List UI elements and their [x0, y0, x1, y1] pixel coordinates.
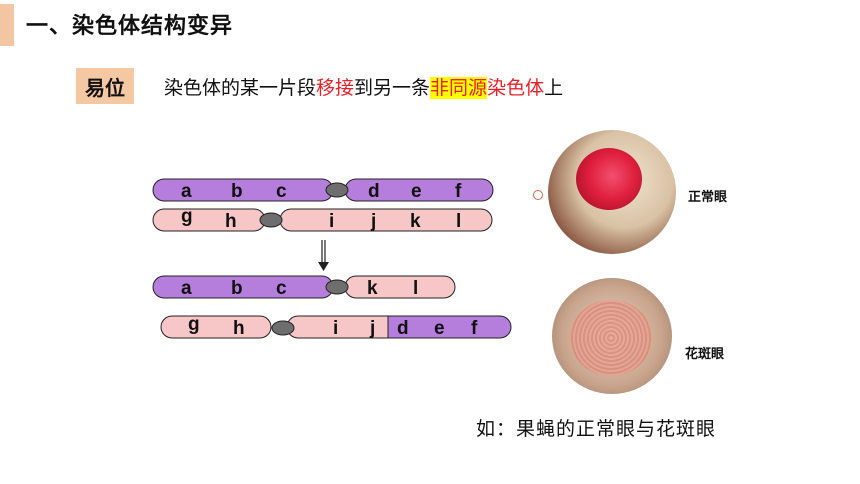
- chromosome-arm-pink: [344, 275, 456, 299]
- gene-label: j: [370, 211, 376, 232]
- gene-label: i: [329, 211, 334, 232]
- gene-label: c: [276, 278, 287, 299]
- centromere: [259, 212, 283, 228]
- mottled-eye-label: 花斑眼: [685, 347, 725, 362]
- gene-label: k: [367, 278, 378, 299]
- mottled-eye-photo: [552, 278, 672, 394]
- gene-label: k: [410, 211, 421, 232]
- gene-label: d: [397, 318, 409, 339]
- normal-eye-label: 正常眼: [688, 190, 728, 205]
- chromosome-arm-pink: [160, 315, 272, 339]
- definition-part-highlight: 非同源: [430, 77, 488, 99]
- chromosome-arm-pink: [152, 208, 266, 232]
- slide-heading: 一、染色体结构变异: [26, 14, 234, 39]
- term-badge: 易位: [76, 68, 134, 104]
- definition-part-red: 染色体: [487, 77, 545, 99]
- chromosome-arm-purple: [152, 178, 334, 202]
- gene-label: h: [225, 211, 237, 232]
- definition-part-red: 移接: [316, 77, 355, 99]
- definition-text: 染色体的某一片段移接到另一条非同源染色体上: [164, 73, 563, 100]
- gene-label: l: [413, 278, 418, 299]
- gene-label: e: [434, 318, 445, 339]
- gene-label: l: [456, 211, 461, 232]
- centromere: [325, 279, 349, 295]
- gene-label: b: [231, 181, 243, 202]
- definition-part: 染色体的某一片段: [164, 77, 317, 99]
- gene-label: d: [368, 181, 380, 202]
- gene-label: f: [455, 181, 462, 202]
- gene-label: h: [233, 318, 245, 339]
- mottled-eye-image: [570, 300, 652, 376]
- gene-label: g: [181, 206, 193, 227]
- gene-label: a: [181, 278, 192, 299]
- gene-label: a: [181, 181, 192, 202]
- figure-caption: 如：果蝇的正常眼与花斑眼: [476, 418, 717, 440]
- gene-label: i: [333, 318, 338, 339]
- gene-label: j: [369, 318, 375, 339]
- chromosome-arm-purple: [152, 275, 334, 299]
- definition-part: 上: [544, 77, 564, 99]
- gene-label: b: [231, 278, 243, 299]
- gene-label: f: [471, 318, 478, 339]
- gene-label: c: [276, 181, 287, 202]
- pointer-circle-icon: [533, 190, 543, 200]
- centromere: [271, 320, 295, 336]
- gene-label: g: [188, 314, 200, 335]
- gene-label: e: [411, 181, 422, 202]
- chromosome-arm-purple: [387, 315, 512, 339]
- red-eye-image: [576, 148, 642, 210]
- normal-eye-photo: [548, 130, 676, 254]
- centromere: [325, 182, 349, 198]
- title-accent-bar: [0, 4, 14, 46]
- definition-part: 到另一条: [354, 77, 431, 99]
